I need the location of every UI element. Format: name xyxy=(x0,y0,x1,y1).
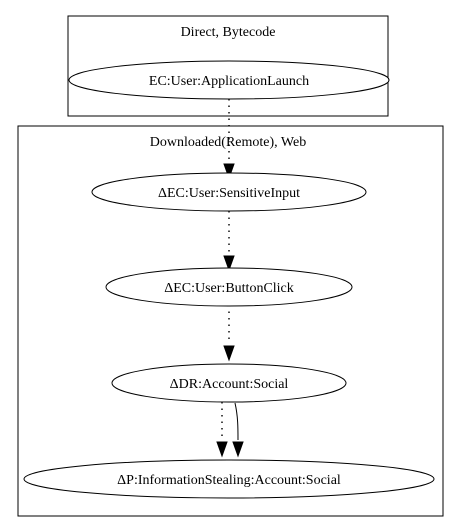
node-dr[interactable]: ΔDR:Account:Social xyxy=(111,363,347,403)
edge-dr-to-p-dotted-arrowhead xyxy=(216,441,228,458)
edge-dr-to-p-solid-arrowhead xyxy=(232,441,244,458)
cluster-direct: Direct, Bytecode xyxy=(67,15,389,117)
node-dr-shape xyxy=(111,363,347,403)
node-p[interactable]: ΔP:InformationStealing:Account:Social xyxy=(23,459,435,499)
edge-button-to-dr-arrowhead xyxy=(223,345,235,362)
node-button-shape xyxy=(105,267,353,307)
edges xyxy=(216,99,244,458)
node-sensitive[interactable]: ΔEC:User:SensitiveInput xyxy=(91,172,367,212)
node-dr-label: ΔDR:Account:Social xyxy=(170,377,289,392)
node-button-label: ΔEC:User:ButtonClick xyxy=(164,281,294,296)
edge-sensitive-to-button-arrowhead xyxy=(223,255,235,272)
node-p-shape xyxy=(23,459,435,499)
cluster-direct-box xyxy=(67,15,389,117)
cluster-direct-label: Direct, Bytecode xyxy=(181,25,276,40)
edge-dr-to-p-solid xyxy=(234,402,239,441)
node-launch[interactable]: EC:User:ApplicationLaunch xyxy=(68,60,390,100)
node-p-label: ΔP:InformationStealing:Account:Social xyxy=(117,473,341,488)
cluster-downloaded: Downloaded(Remote), Web xyxy=(17,125,444,517)
edge-launch-to-sensitive-arrowhead xyxy=(223,163,235,180)
node-button[interactable]: ΔEC:User:ButtonClick xyxy=(105,267,353,307)
node-launch-shape xyxy=(68,60,390,100)
node-sensitive-shape xyxy=(91,172,367,212)
cluster-downloaded-label: Downloaded(Remote), Web xyxy=(150,135,306,150)
node-launch-label: EC:User:ApplicationLaunch xyxy=(149,74,309,89)
node-sensitive-label: ΔEC:User:SensitiveInput xyxy=(158,186,300,201)
cluster-downloaded-box xyxy=(17,125,444,517)
